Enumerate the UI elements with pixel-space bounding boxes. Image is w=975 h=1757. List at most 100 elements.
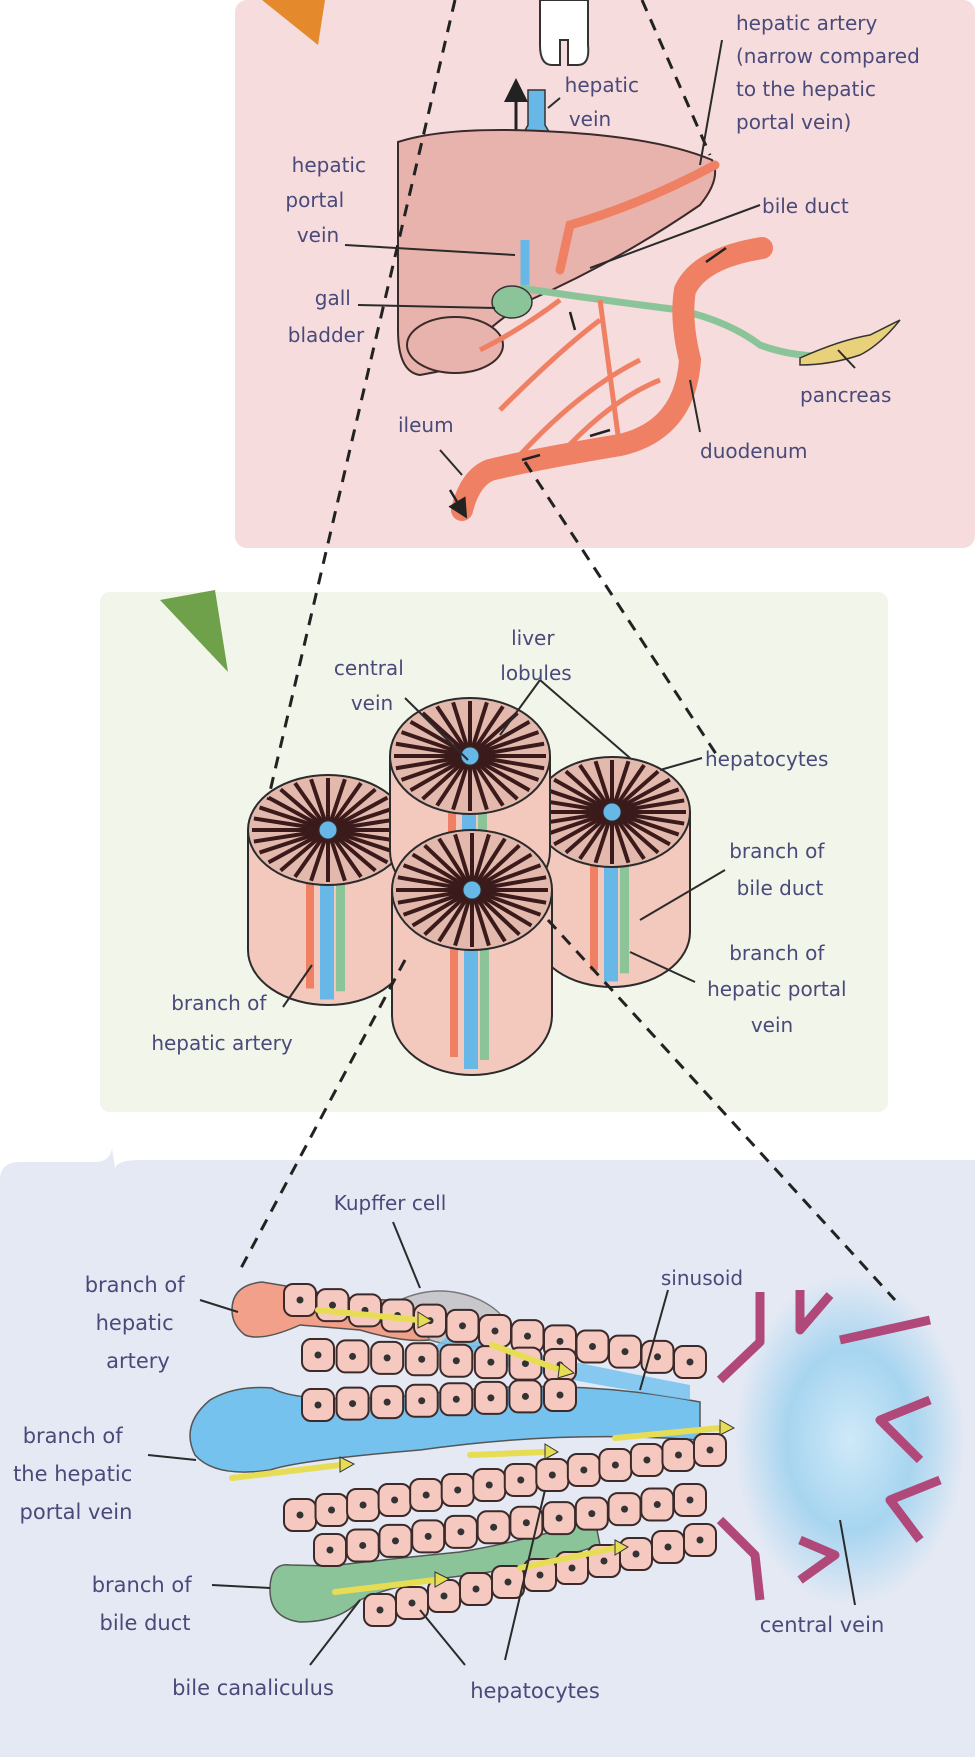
zoom-line <box>640 0 712 156</box>
hepatocyte-plate <box>279 787 330 832</box>
organ-drawing <box>397 0 901 521</box>
hepatocyte-nucleus <box>452 1357 460 1365</box>
hepatocyte-nucleus <box>440 1592 448 1600</box>
lobule-left <box>247 774 409 1006</box>
hepatocyte-plate <box>293 828 330 879</box>
flow-arrowheads <box>339 1311 736 1588</box>
hepatocyte-nucleus <box>548 1471 556 1479</box>
hepatocyte-plate <box>469 754 540 782</box>
hepatocyte-nucleus <box>621 1348 629 1356</box>
hepatocyte-nucleus <box>296 1296 304 1304</box>
heart-shape <box>539 0 590 66</box>
hepatocyte-plate <box>327 795 389 832</box>
hepatocyte-nucleus <box>504 1578 512 1586</box>
hepatocyte-plate <box>564 810 614 855</box>
hepatocyte-plate <box>253 816 329 832</box>
hepatocyte-plate <box>468 754 505 807</box>
hepatocyte-nucleus <box>296 1511 304 1519</box>
hepatocyte-nucleus <box>418 1355 426 1363</box>
central-vein-dot <box>462 880 482 900</box>
hepatocyte-plate <box>327 828 398 855</box>
hepatocyte-nucleus <box>314 1351 322 1359</box>
hepatocyte-nucleus <box>328 1506 336 1514</box>
hepatocyte-plate <box>469 719 531 758</box>
hepatocyte-nucleus <box>457 1528 465 1536</box>
hepatocyte-plate <box>471 863 542 892</box>
label-hepatic-artery: hepatic artery (narrow compared to the h… <box>736 11 926 134</box>
label-sinusoid: sinusoid <box>661 1266 743 1290</box>
hepatocyte-nucleus <box>521 1392 529 1400</box>
bile-duct-vessel <box>519 284 851 360</box>
hepatocyte-plate <box>611 777 671 814</box>
label-branch-hepatic-artery-sinusoid: branch of hepatic artery <box>85 1273 192 1373</box>
hepatocyte-plate <box>258 805 329 832</box>
flow-arrows-yellow <box>229 1307 723 1595</box>
hepatocyte-plate <box>470 889 491 947</box>
hepatocyte-nucleus <box>664 1543 672 1551</box>
hepatocyte-nucleus <box>632 1550 640 1558</box>
hepatocyte-plate <box>469 754 531 793</box>
hepatocyte-nucleus <box>696 1536 704 1544</box>
hepatocyte-nucleus <box>706 1446 714 1454</box>
central-vein-wall <box>716 1290 942 1601</box>
hepatocyte-nucleus <box>654 1353 661 1361</box>
hepatocyte-plate <box>411 852 474 892</box>
hepatocyte-nucleus <box>314 1401 322 1409</box>
hepatocyte-nucleus <box>487 1358 495 1366</box>
hepatocyte-nucleus <box>643 1456 651 1464</box>
label-bile-duct: bile duct <box>762 194 849 218</box>
lobule-right <box>533 756 691 988</box>
hepatocyte-nucleus <box>408 1599 416 1607</box>
hepatocyte-plate <box>471 875 547 892</box>
hepatocyte-nucleus <box>556 1391 564 1399</box>
hepatocyte-nucleus <box>490 1523 498 1531</box>
gall-bladder-shape <box>491 285 533 319</box>
artery-stripe <box>448 756 456 892</box>
hepatocyte-plate <box>326 828 377 873</box>
central-vein-dot <box>460 746 480 766</box>
hepatocyte-plate <box>468 705 505 758</box>
hepatocyte-plate <box>267 828 329 865</box>
hepatocyte-nucleus <box>454 1486 462 1494</box>
hepatocyte-plate <box>437 888 474 943</box>
hepatocyte-plate <box>402 863 473 892</box>
hepatocyte-plate <box>470 843 521 892</box>
artery-stripe <box>306 830 314 989</box>
label-central-vein-sinusoid: central vein <box>760 1613 885 1637</box>
label-central-vein: central vein <box>334 656 410 715</box>
hepatocyte-plate <box>471 888 542 917</box>
hepatocyte-nucleus <box>491 1327 499 1335</box>
hepatocyte-nucleus <box>580 1466 588 1474</box>
duodenum-ileum-vessel <box>451 237 773 521</box>
bile-stripe <box>480 890 489 1060</box>
liver-lower-lobe <box>406 316 504 374</box>
hepatocyte-plate <box>267 795 329 832</box>
hepatocyte-nucleus <box>329 1301 336 1309</box>
hepatocyte-plate <box>470 888 533 928</box>
hepatocyte-plate <box>544 787 613 814</box>
bile-stripe <box>620 812 629 974</box>
hepatocyte-nucleus <box>487 1394 495 1402</box>
label-branch-bile-duct: branch of bile duct <box>729 839 831 900</box>
hepatocyte-plate <box>470 833 491 891</box>
hepatocyte-plate <box>435 705 472 758</box>
organ-labels: hepatic artery (narrow compared to the h… <box>285 11 926 463</box>
central-vein-dot <box>318 820 338 840</box>
hepatocyte-nucleus <box>588 1510 596 1518</box>
hepatocyte-nucleus <box>383 1398 391 1406</box>
label-hepatocytes-lobule: hepatocytes <box>705 747 828 771</box>
zoom-line <box>523 461 722 761</box>
label-gall-bladder: gall bladder <box>288 286 365 347</box>
artery-stripe <box>450 890 458 1057</box>
hepatocyte-plate <box>470 888 521 937</box>
hepatocyte-plate <box>564 769 614 814</box>
label-branch-portal-vein-sinusoid: branch of the hepatic portal vein <box>13 1424 139 1524</box>
hepatocyte-nucleus <box>485 1481 493 1489</box>
hepatocyte-nucleus <box>472 1585 480 1593</box>
hepatic-artery-vessel <box>555 160 720 275</box>
hepatocyte-plate <box>469 754 545 771</box>
label-hepatocytes-sinusoid: hepatocytes <box>470 1679 600 1703</box>
central-vein-dot <box>602 802 622 822</box>
zoom-line <box>546 918 897 1302</box>
hepatocyte-nucleus <box>452 1395 460 1403</box>
